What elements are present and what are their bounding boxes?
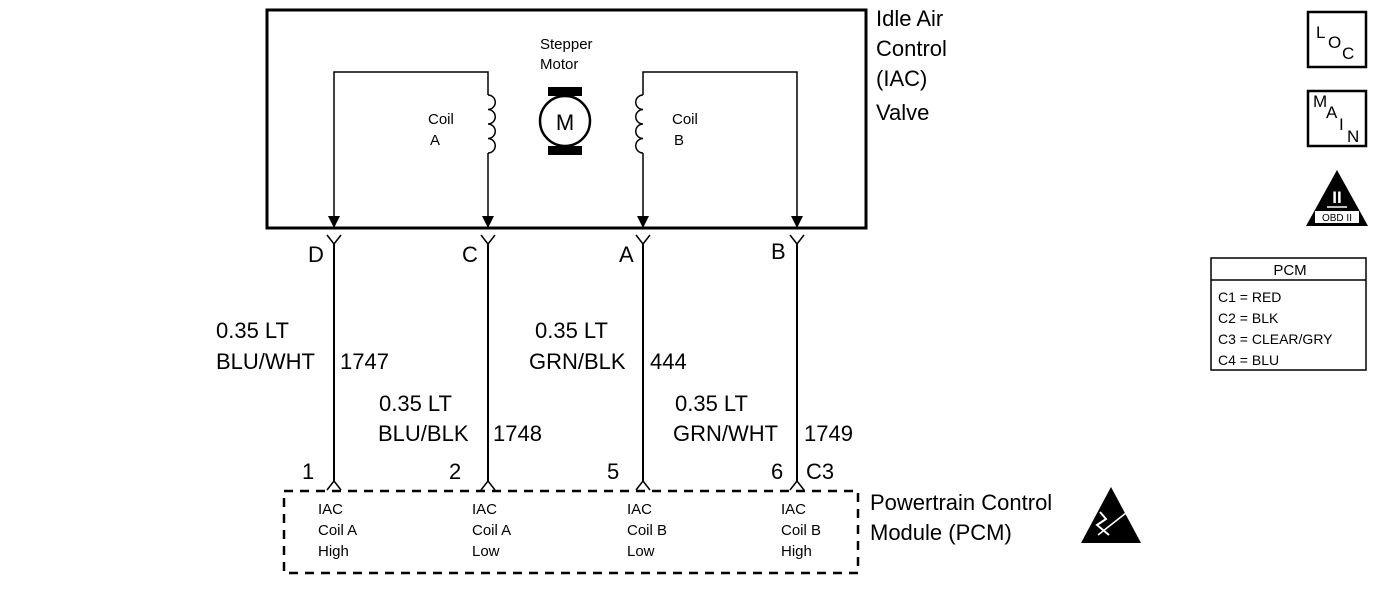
- pcm-term-1-line-1: IAC: [318, 501, 343, 518]
- pcm-title-1: Powertrain Control: [870, 490, 1052, 515]
- esd-warning-icon: [1081, 487, 1141, 543]
- pcm-pin-6: 6: [771, 459, 783, 484]
- connector-chevron-1: [326, 479, 342, 491]
- pcm-module-box: [282, 489, 860, 575]
- iac-internal-wiring: [328, 71, 803, 228]
- wire-1748-color: BLU/BLK: [378, 421, 469, 446]
- coil-a-outer-wire: [333, 71, 489, 224]
- pcm-term-1-line-3: High: [318, 543, 349, 560]
- arrow-a: [637, 216, 649, 228]
- pcm-term-2-line-1: IAC: [472, 501, 497, 518]
- connector-chevron-5: [635, 479, 651, 491]
- main-letter-a: A: [1326, 103, 1338, 122]
- pcm-term-6-line-3: High: [781, 543, 812, 560]
- coil-b-winding: [635, 94, 644, 154]
- wire-1749-color: GRN/WHT: [673, 421, 778, 446]
- pcm-title-2: Module (PCM): [870, 520, 1012, 545]
- pcm-term-1-line-2: Coil A: [318, 522, 357, 539]
- obd-ii-icon: II OBD II: [1306, 170, 1368, 226]
- loc-icon: L O C: [1306, 10, 1368, 69]
- connector-chevron-6: [789, 479, 805, 491]
- pcm-connector-id: C3: [806, 459, 834, 484]
- wire-1748-circuit: 1748: [493, 421, 542, 446]
- connector-fork-b: [789, 234, 805, 246]
- motor-label-2: Motor: [540, 56, 578, 73]
- motor-symbol: M: [556, 110, 574, 135]
- iac-title-2: Control: [876, 36, 947, 61]
- iac-valve-housing: [265, 8, 868, 230]
- valve-pin-c: C: [462, 242, 478, 267]
- motor-label-1: Stepper: [540, 36, 593, 53]
- legend-row-c1: C1 = RED: [1218, 289, 1281, 305]
- obd-label: OBD II: [1322, 213, 1352, 224]
- stepper-motor-icon: M: [538, 87, 592, 155]
- pcm-connector-legend: PCM C1 = RED C2 = BLK C3 = CLEAR/GRY C4 …: [1210, 257, 1367, 371]
- wire-1747-circuit: 1747: [340, 349, 389, 374]
- main-letter-i: I: [1339, 115, 1344, 134]
- iac-title-3: (IAC): [876, 66, 927, 91]
- pcm-term-5-line-3: Low: [627, 543, 655, 560]
- legend-row-c2: C2 = BLK: [1218, 310, 1279, 326]
- wire-444-circuit: 444: [650, 349, 687, 374]
- legend-title: PCM: [1273, 262, 1306, 279]
- wire-1749-circuit: 1749: [804, 421, 853, 446]
- pcm-term-5-line-1: IAC: [627, 501, 652, 518]
- pcm-term-6-line-1: IAC: [781, 501, 806, 518]
- connector-fork-a: [635, 234, 651, 246]
- loc-letter-l: L: [1316, 23, 1325, 42]
- loc-letter-o: O: [1328, 33, 1341, 52]
- arrow-b: [791, 216, 803, 228]
- wire-1749-size: 0.35 LT: [675, 391, 748, 416]
- valve-pin-b: B: [771, 239, 786, 264]
- main-icon: M A I N: [1306, 89, 1368, 148]
- iac-title-4: Valve: [876, 100, 929, 125]
- obd-numeral: II: [1332, 188, 1341, 207]
- coil-b-label-1: Coil: [672, 111, 698, 128]
- legend-row-c4: C4 = BLU: [1218, 352, 1279, 368]
- coil-b-outer-wire: [642, 71, 798, 224]
- pcm-term-2-line-3: Low: [472, 543, 500, 560]
- pcm-pin-2: 2: [449, 459, 461, 484]
- wire-1748-size: 0.35 LT: [379, 391, 452, 416]
- pcm-pin-1: 1: [302, 459, 314, 484]
- legend-row-c3: C3 = CLEAR/GRY: [1218, 331, 1333, 347]
- arrow-d: [328, 216, 340, 228]
- main-letter-m: M: [1313, 92, 1327, 111]
- wire-444-color: GRN/BLK: [529, 349, 626, 374]
- wire-444-size: 0.35 LT: [535, 318, 608, 343]
- connector-chevron-2: [480, 479, 496, 491]
- main-letter-n: N: [1347, 127, 1359, 146]
- coil-b-label-2: B: [674, 132, 684, 149]
- coil-a-winding: [487, 94, 496, 154]
- valve-pin-d: D: [308, 242, 324, 267]
- wire-1747-size: 0.35 LT: [216, 318, 289, 343]
- connector-fork-d: [326, 234, 342, 246]
- loc-letter-c: C: [1342, 44, 1354, 63]
- harness-wires: [326, 234, 805, 491]
- pcm-term-6-line-2: Coil B: [781, 522, 821, 539]
- pcm-term-5-line-2: Coil B: [627, 522, 667, 539]
- arrow-c: [482, 216, 494, 228]
- valve-pin-a: A: [619, 242, 634, 267]
- coil-a-label-1: Coil: [428, 111, 454, 128]
- iac-title-1: Idle Air: [876, 6, 943, 31]
- pcm-term-2-line-2: Coil A: [472, 522, 511, 539]
- wire-1747-color: BLU/WHT: [216, 349, 315, 374]
- connector-fork-c: [480, 234, 496, 246]
- pcm-pin-5: 5: [607, 459, 619, 484]
- coil-a-label-2: A: [430, 132, 440, 149]
